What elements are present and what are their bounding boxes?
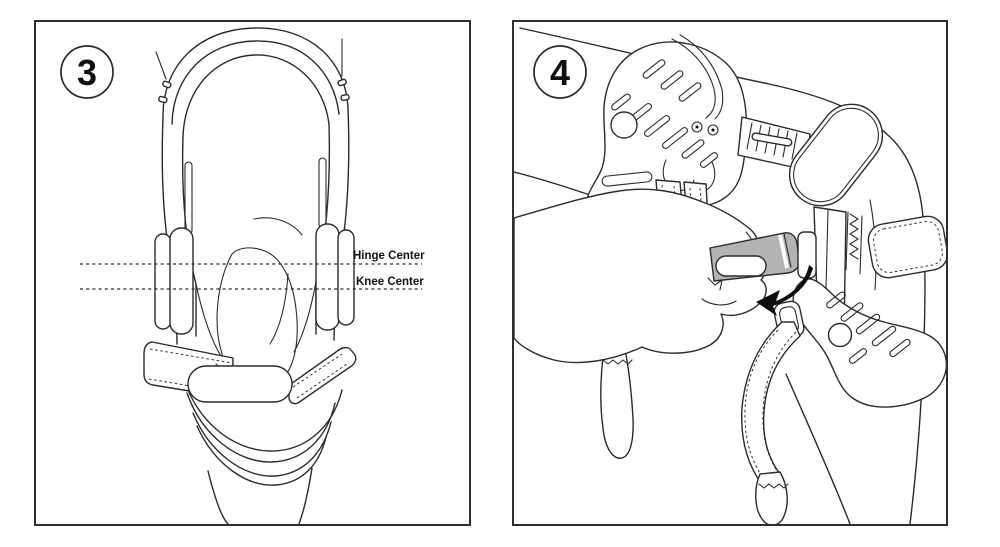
thigh-cuff-inner	[182, 54, 330, 137]
strap-tip	[755, 471, 788, 524]
cuff-slot	[337, 78, 347, 87]
band-slot	[751, 132, 793, 147]
cuff-slot	[158, 95, 168, 104]
shin-shell-body	[792, 278, 946, 408]
condyle-pad-outer	[788, 103, 884, 207]
rotate-arrow-icon	[756, 265, 813, 316]
right-rail-slot	[318, 157, 327, 229]
calf-strap-stitch	[873, 221, 943, 273]
shin-vent-slots	[826, 291, 911, 364]
screw-dot	[711, 128, 715, 132]
adjustment-band	[737, 116, 811, 171]
shin-cuff-arc-3	[192, 412, 332, 477]
condyle-pad	[788, 103, 884, 207]
screw-dot	[695, 125, 699, 129]
pull-tab-rolled-edge	[778, 234, 789, 269]
badge-number: 3	[77, 52, 97, 93]
left-rail-inner	[181, 135, 197, 337]
hand-outline	[514, 188, 767, 364]
knee-strap-stitch	[292, 353, 343, 388]
s-strap	[740, 321, 801, 487]
loose-strap-end	[600, 333, 634, 459]
kneecap-upper-curve	[253, 217, 303, 236]
condyle-pad-inner	[793, 107, 879, 203]
pull-tab-slot	[715, 255, 767, 277]
knee-center-label: Knee Center	[356, 276, 424, 288]
strap-tail-line-left	[155, 51, 167, 80]
vent-slots	[611, 59, 719, 168]
elastic-coil	[845, 211, 863, 275]
upper-band-outer	[679, 34, 724, 120]
right-condyle-bulge	[337, 229, 355, 326]
step-badge: 4	[533, 45, 587, 99]
badge-number: 4	[550, 52, 570, 93]
badge-circle	[60, 45, 114, 99]
left-hinge-pad	[169, 227, 194, 335]
frame-curve-left	[195, 283, 223, 359]
shin-inner-line	[785, 373, 851, 524]
cuff-slot	[340, 93, 350, 102]
loose-strap-body	[600, 333, 634, 459]
step-3-illustration: Hinge Center Knee Center 3	[60, 27, 425, 524]
calf-line-right	[298, 467, 313, 524]
shell-bottom-slot	[601, 171, 653, 187]
finger-curl-line	[701, 298, 737, 306]
calf-strap-band	[867, 215, 946, 279]
right-hinge-pad	[315, 223, 340, 331]
loose-strap-zigzag	[602, 359, 633, 365]
s-strap-stitch	[744, 329, 779, 483]
knee-strap-right-band	[287, 346, 357, 405]
strap-tip-zigzag	[758, 483, 789, 489]
tab-bracket	[797, 231, 817, 279]
shin-shell-hole	[827, 322, 853, 348]
hinge-center-label: Hinge Center	[353, 250, 425, 262]
panel-step-3: Hinge Center Knee Center 3	[34, 20, 471, 526]
left-condyle-bulge	[154, 233, 172, 330]
knee-strap	[143, 341, 357, 405]
s-strap-stitch	[762, 331, 797, 475]
calf-line-left	[207, 470, 229, 524]
knee-brace-front-view	[143, 27, 357, 524]
thumb-crease	[707, 277, 723, 291]
step-badge: 3	[60, 45, 114, 99]
shell-hole	[610, 111, 638, 139]
knee-strap-pad	[187, 365, 293, 403]
shin-shell	[792, 278, 946, 408]
coil-zigzag	[849, 213, 859, 260]
lower-strap	[740, 300, 805, 524]
shin-cuff-arc-2	[186, 392, 336, 463]
step-4-illustration: 4	[514, 27, 946, 524]
frame-curve-right	[293, 281, 317, 353]
panel-step-4: 4	[512, 20, 948, 526]
screw	[691, 121, 703, 133]
pull-tab-edge-line	[783, 233, 792, 268]
alignment-annotations: Hinge Center Knee Center	[80, 250, 425, 290]
badge-circle	[533, 45, 587, 99]
knee-strap-stitch	[149, 348, 233, 364]
under-thigh-line	[514, 171, 597, 198]
shin-cuff-arc-1	[181, 371, 343, 452]
thigh-cuff-outer	[162, 27, 349, 119]
cuff-slot	[162, 80, 172, 89]
upper-band-inner	[671, 38, 716, 119]
screw	[707, 124, 719, 136]
calf-strap	[867, 215, 946, 279]
patella-curve	[269, 273, 289, 345]
shin-cuff-rim	[196, 425, 327, 486]
thigh-cuff-mid	[171, 40, 340, 125]
